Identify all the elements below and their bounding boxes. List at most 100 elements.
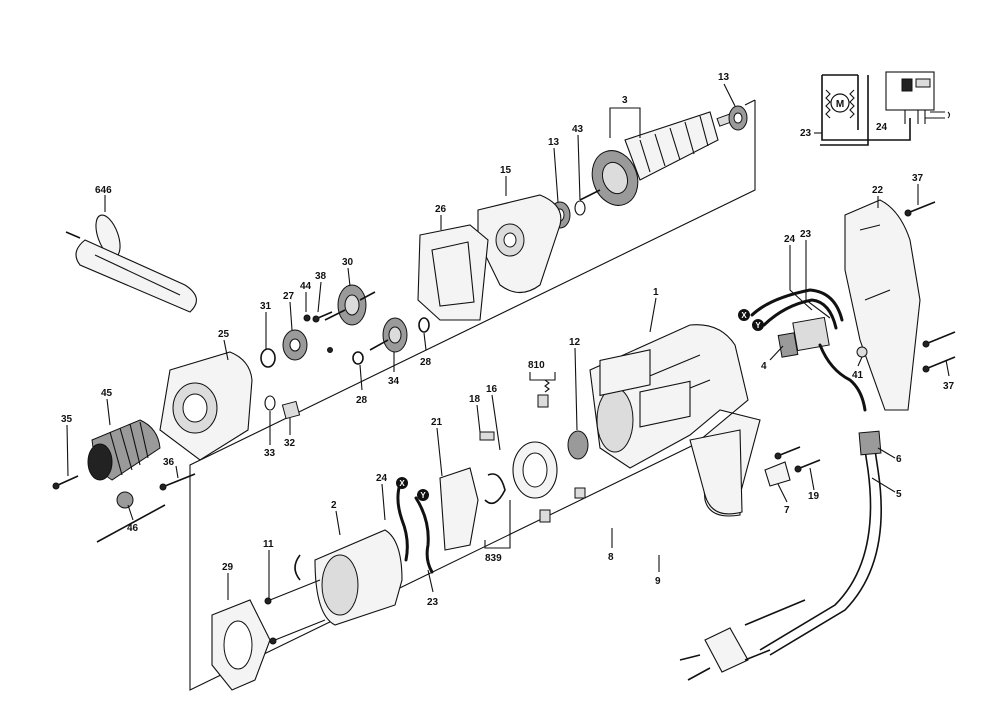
terminal-18 (479, 431, 495, 441)
wire-x-field (396, 482, 409, 562)
svg-text:Y: Y (755, 321, 761, 330)
label-21: 21 (431, 417, 443, 428)
brush-ring-16 (512, 441, 558, 499)
label-25: 25 (218, 329, 230, 340)
label-32: 32 (284, 438, 296, 449)
screw-37-low (922, 356, 956, 373)
wire-x-top (750, 288, 844, 322)
marker-y-field: Y (417, 489, 429, 501)
pin-41 (856, 346, 868, 358)
end-plate (211, 599, 271, 691)
schematic-label-23: 23 (800, 128, 812, 139)
label-19: 19 (808, 491, 820, 502)
marker-x-field: X (396, 477, 408, 489)
label-2: 2 (331, 500, 337, 511)
label-36: 36 (163, 457, 175, 468)
bearing-spindle (282, 329, 308, 361)
label-38: 38 (315, 271, 327, 282)
wire-y-top (762, 298, 838, 330)
gasket (417, 224, 489, 321)
label-29: 29 (222, 562, 234, 573)
washer-28a (418, 317, 430, 333)
washer-31 (260, 348, 276, 368)
label-46: 46 (127, 523, 139, 534)
svg-text:Y: Y (420, 491, 426, 500)
label-44: 44 (300, 281, 312, 292)
screw-36 (159, 473, 196, 491)
label-34: 34 (388, 376, 400, 387)
label-28-right: 28 (420, 357, 432, 368)
label-27: 27 (283, 291, 295, 302)
cord-clamp-7 (764, 461, 791, 487)
gear-spindle (369, 317, 408, 353)
power-cord (759, 430, 883, 656)
label-11: 11 (263, 539, 274, 550)
svg-text:X: X (741, 311, 747, 320)
retaining-ring-12 (567, 430, 589, 460)
motor-symbol (830, 93, 850, 113)
washer-33 (264, 395, 276, 411)
nameplate-9 (639, 380, 691, 428)
marker-y-top: Y (752, 319, 764, 331)
field-assembly (294, 529, 403, 626)
label-30: 30 (342, 257, 354, 268)
screw-19 (794, 459, 821, 473)
leader-lines (66, 83, 950, 600)
label-22: 22 (872, 185, 884, 196)
label-15: 15 (500, 165, 512, 176)
label-4: 4 (761, 361, 767, 372)
power-plug (679, 627, 771, 681)
cord-segment (744, 599, 806, 626)
label-43: 43 (572, 124, 584, 135)
field-screws (264, 579, 326, 645)
chuck (87, 419, 161, 481)
pin-44 (303, 314, 311, 322)
label-646: 646 (95, 185, 112, 196)
bearing-plate (477, 194, 562, 294)
brush-springs (537, 379, 586, 523)
bearing-top (728, 105, 748, 131)
label-41: 41 (852, 370, 864, 381)
label-7: 7 (784, 505, 790, 516)
label-13-mid: 13 (548, 137, 560, 148)
label-12: 12 (569, 337, 581, 348)
label-18: 18 (469, 394, 481, 405)
gear-intermediate (324, 284, 376, 326)
screw-19b (774, 446, 801, 460)
label-3: 3 (622, 95, 628, 106)
screw-37-mid (922, 331, 956, 348)
label-839: 839 (485, 553, 502, 564)
label-24-field: 24 (376, 473, 388, 484)
label-9: 9 (655, 576, 661, 587)
label-28-left: 28 (356, 395, 368, 406)
label-33: 33 (264, 448, 276, 459)
nut-32 (281, 400, 301, 420)
label-26: 26 (435, 204, 447, 215)
label-23-switch: 23 (800, 229, 812, 240)
handle-half (844, 199, 921, 411)
label-23-field: 23 (427, 597, 439, 608)
motor-housing (589, 324, 761, 517)
label-13-top: 13 (718, 72, 730, 83)
label-35: 35 (61, 414, 73, 425)
label-8: 8 (608, 552, 614, 563)
chuck-key (96, 491, 166, 543)
label-6: 6 (896, 454, 902, 465)
retaining-clip-839 (484, 473, 506, 505)
motor-label: M (836, 99, 844, 110)
armature (579, 111, 734, 206)
switch (777, 316, 830, 358)
svg-text:X: X (399, 479, 405, 488)
part-labels: 646 3 13 13 43 15 26 30 38 44 27 31 25 4… (61, 72, 955, 608)
wire-y-field (414, 496, 434, 574)
schematic-label-24: 24 (876, 122, 888, 133)
label-16: 16 (486, 384, 498, 395)
pin-44b (327, 347, 333, 353)
screw-38 (312, 311, 333, 323)
gear-housing (159, 351, 253, 461)
label-37-top: 37 (912, 173, 924, 184)
label-31: 31 (260, 301, 272, 312)
label-45: 45 (101, 388, 113, 399)
brush-holder-21 (439, 467, 479, 551)
